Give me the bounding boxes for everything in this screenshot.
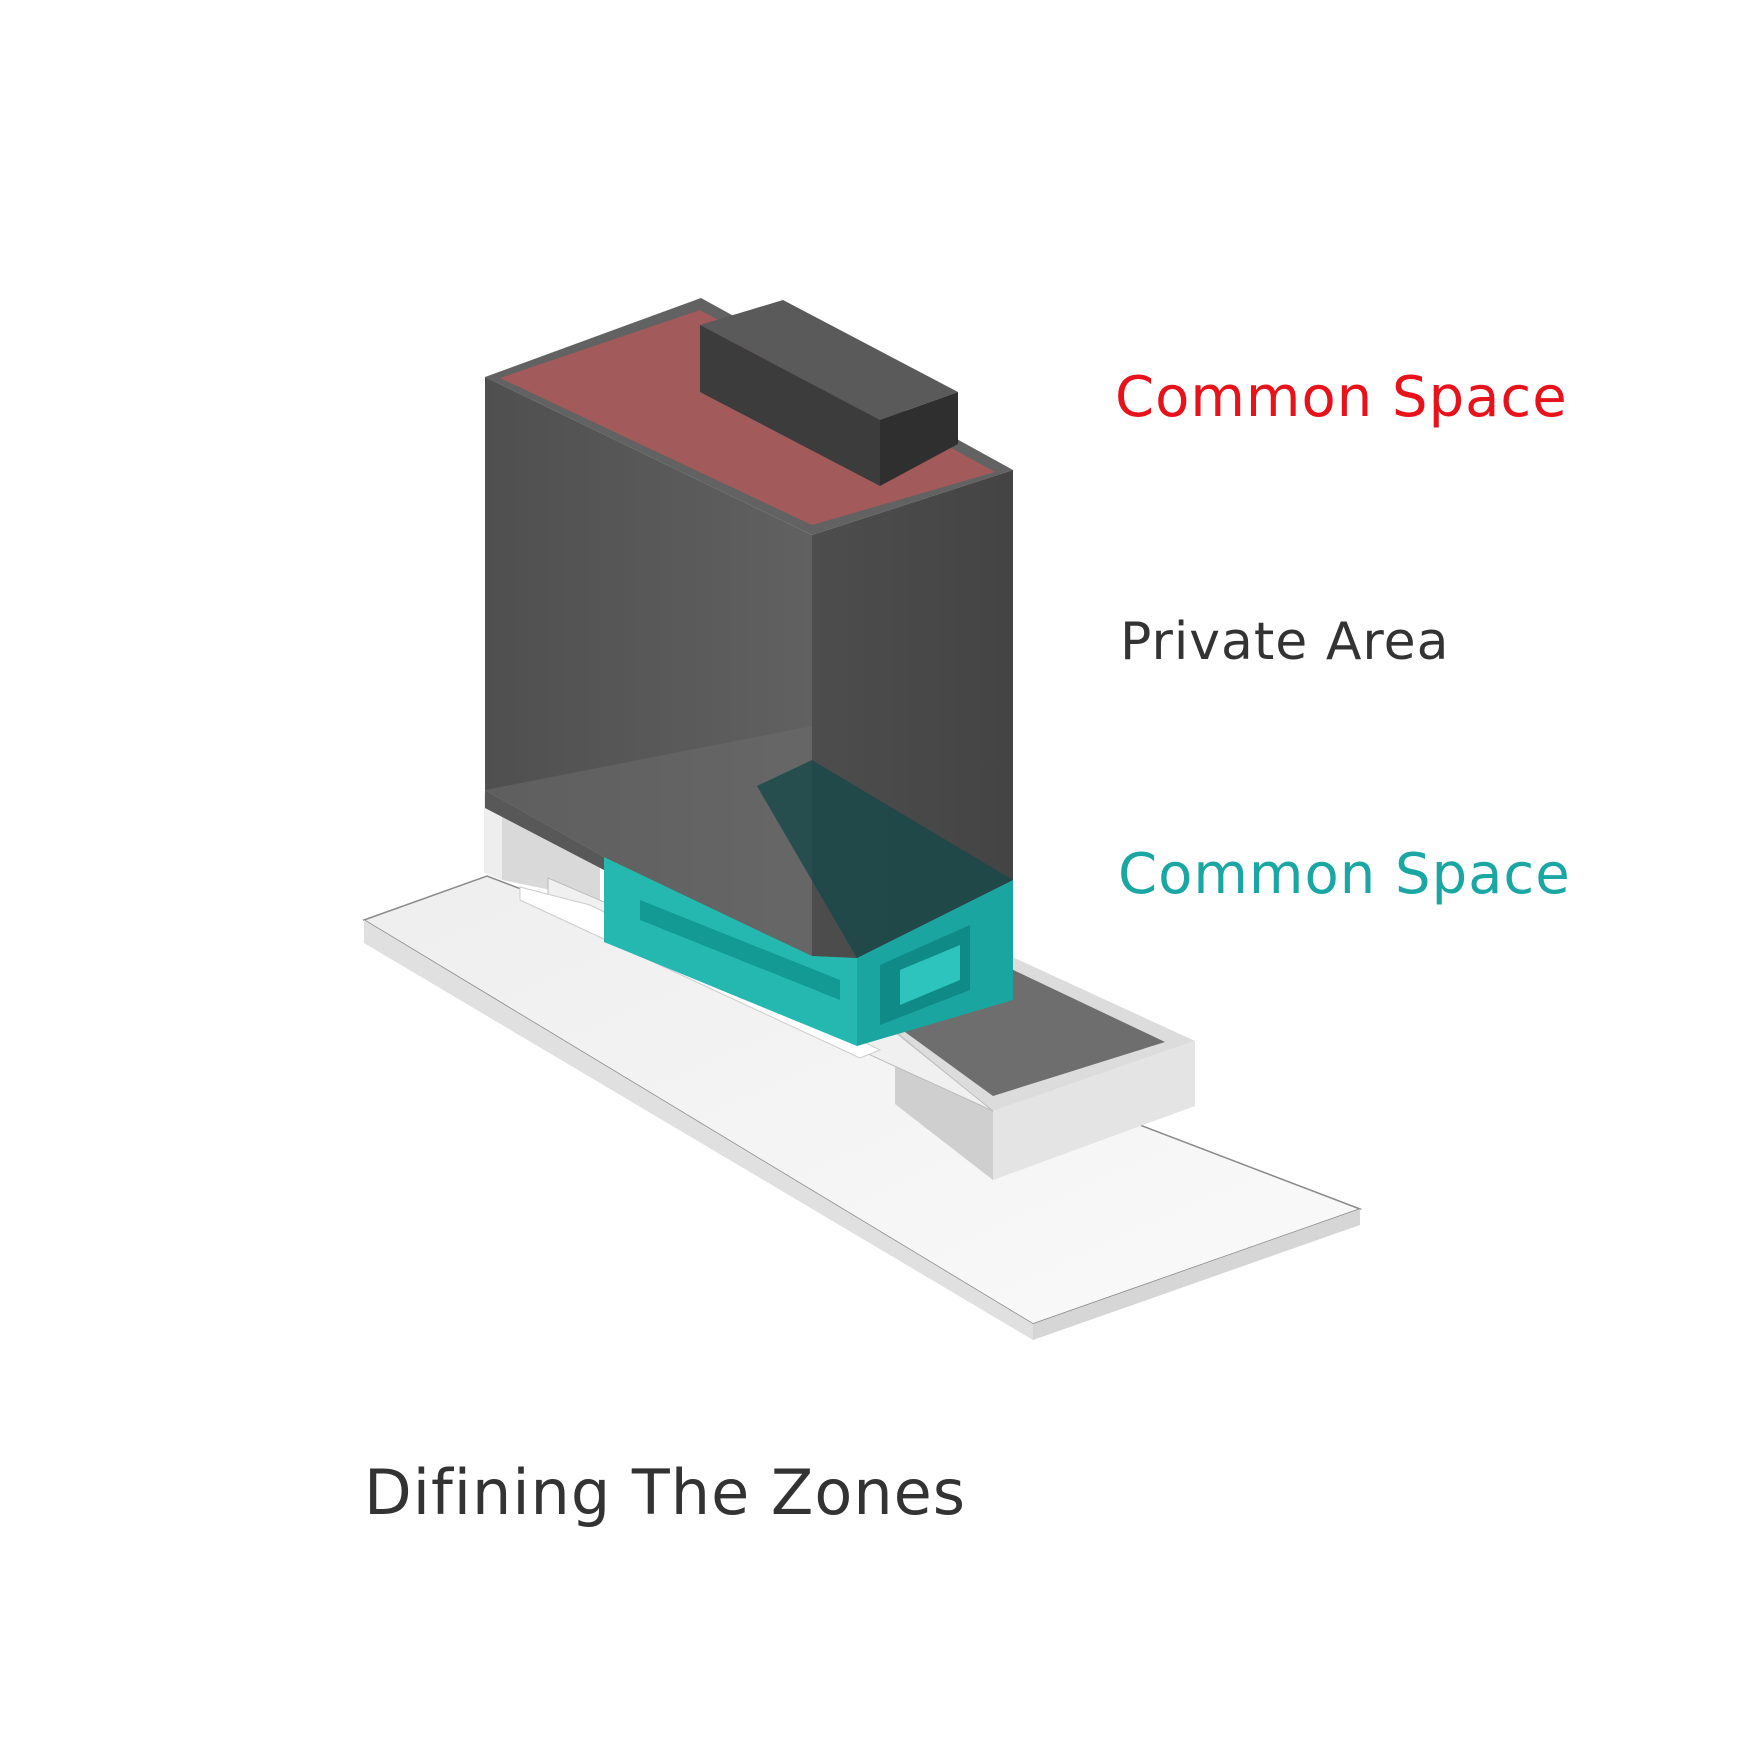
- diagram-caption: Difining The Zones: [364, 1456, 967, 1529]
- top-common-space-label: Common Space: [1115, 365, 1568, 430]
- site-base-plate: [362, 875, 1363, 1340]
- bottom-common-space-label: Common Space: [1118, 842, 1571, 907]
- private-area-label: Private Area: [1120, 612, 1450, 672]
- rooftop-block: [700, 300, 958, 486]
